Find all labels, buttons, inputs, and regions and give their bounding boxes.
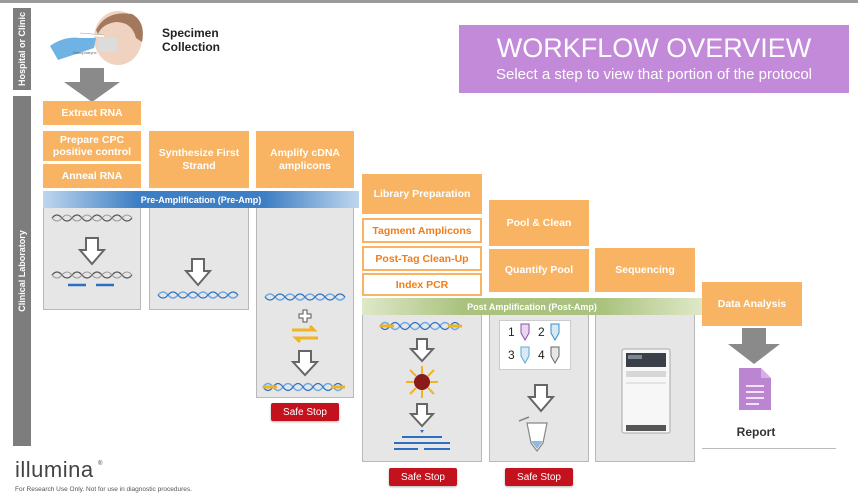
tube-label-2: 2 xyxy=(538,325,545,339)
sidebar-lab-label: Clinical Laboratory xyxy=(17,230,27,312)
plus-icon xyxy=(298,309,312,323)
tube-icon xyxy=(550,323,560,342)
indexed-library-icon xyxy=(394,430,450,450)
down-arrow-icon xyxy=(77,237,107,266)
tagmented-dna-icon xyxy=(379,321,462,331)
page-title: WORKFLOW OVERVIEW xyxy=(496,33,812,63)
illumina-logo-mark: ® xyxy=(98,461,103,467)
hair-shape xyxy=(96,13,143,42)
tube-label-4: 4 xyxy=(538,348,545,362)
post-amp-band: Post Amplification (Post-Amp) xyxy=(362,298,702,315)
floor-line xyxy=(702,448,836,449)
workflow-header: WORKFLOW OVERVIEW Select a step to view … xyxy=(459,25,849,93)
tube-icon xyxy=(520,346,530,365)
swab-line-outline xyxy=(79,32,105,36)
step-quantify[interactable]: Quantify Pool xyxy=(489,249,589,292)
step-anneal-rna[interactable]: Anneal RNA xyxy=(43,164,141,188)
post-amp-label: Post Amplification (Post-Amp) xyxy=(467,301,597,312)
step-prepare-cpc[interactable]: Prepare CPC positive control xyxy=(43,131,141,161)
step-tagment[interactable]: Tagment Amplicons xyxy=(362,218,482,243)
top-border xyxy=(0,0,858,3)
annealed-rna-icon xyxy=(51,271,133,287)
down-arrow-icon xyxy=(290,350,320,377)
tube-label-3: 3 xyxy=(508,348,515,362)
down-arrow-icon xyxy=(183,258,213,287)
step-synthesize[interactable]: Synthesize First Strand xyxy=(149,131,249,188)
pooled-tube-icon xyxy=(518,416,548,452)
rna-strand-icon xyxy=(51,214,133,222)
first-strand-icon xyxy=(157,291,239,299)
bead-icon xyxy=(406,366,438,398)
mask-shape xyxy=(98,38,118,52)
primer-arrows-icon xyxy=(292,324,318,344)
tube-icon xyxy=(520,323,530,342)
pre-amp-label: Pre-Amplification (Pre-Amp) xyxy=(140,194,262,205)
cdna-strand-icon xyxy=(264,293,346,301)
specimen-title: Specimen Collection xyxy=(162,26,221,55)
sidebar-lab: Clinical Laboratory xyxy=(13,96,31,446)
step-library-prep[interactable]: Library Preparation xyxy=(362,174,482,214)
sidebar-hospital-label: Hospital or Clinic xyxy=(17,11,28,87)
sidebar-hospital: Hospital or Clinic xyxy=(13,8,31,90)
glove-hand xyxy=(50,37,96,60)
page-subtitle: Select a step to view that portion of th… xyxy=(495,66,813,83)
swab-line xyxy=(79,33,105,37)
down-arrow-icon xyxy=(408,403,436,428)
tube-icon xyxy=(550,346,560,365)
sequencer-icon xyxy=(621,348,671,434)
footer-disclaimer: For Research Use Only. Not for use in di… xyxy=(15,486,192,493)
step-data-analysis[interactable]: Data Analysis xyxy=(702,282,802,326)
safe-stop-button-library[interactable]: Safe Stop xyxy=(389,468,457,486)
safe-stop-button-pool[interactable]: Safe Stop xyxy=(505,468,573,486)
report-label[interactable]: Report xyxy=(736,425,776,439)
safe-stop-button-amplify[interactable]: Safe Stop xyxy=(271,403,339,421)
down-arrow-icon xyxy=(526,384,556,413)
step-post-tag[interactable]: Post-Tag Clean-Up xyxy=(362,246,482,271)
down-arrow-icon xyxy=(408,338,436,363)
step-sequencing[interactable]: Sequencing xyxy=(595,248,695,292)
step-index-pcr[interactable]: Index PCR xyxy=(362,273,482,296)
tube-label-1: 1 xyxy=(508,325,515,339)
specimen-illustration xyxy=(50,11,143,65)
step-pool-clean[interactable]: Pool & Clean xyxy=(489,200,589,246)
amplicon-icon xyxy=(262,382,345,392)
report-document-icon xyxy=(739,368,771,410)
down-arrow-large xyxy=(728,328,780,364)
down-arrow-large xyxy=(64,68,120,102)
step-extract-rna[interactable]: Extract RNA xyxy=(43,101,141,125)
pre-amp-band: Pre-Amplification (Pre-Amp) xyxy=(43,191,359,208)
nasopharynx-label: Nasopharynx xyxy=(73,50,97,55)
illumina-logo: illumina xyxy=(15,457,94,482)
step-amplify[interactable]: Amplify cDNA amplicons xyxy=(256,131,354,188)
